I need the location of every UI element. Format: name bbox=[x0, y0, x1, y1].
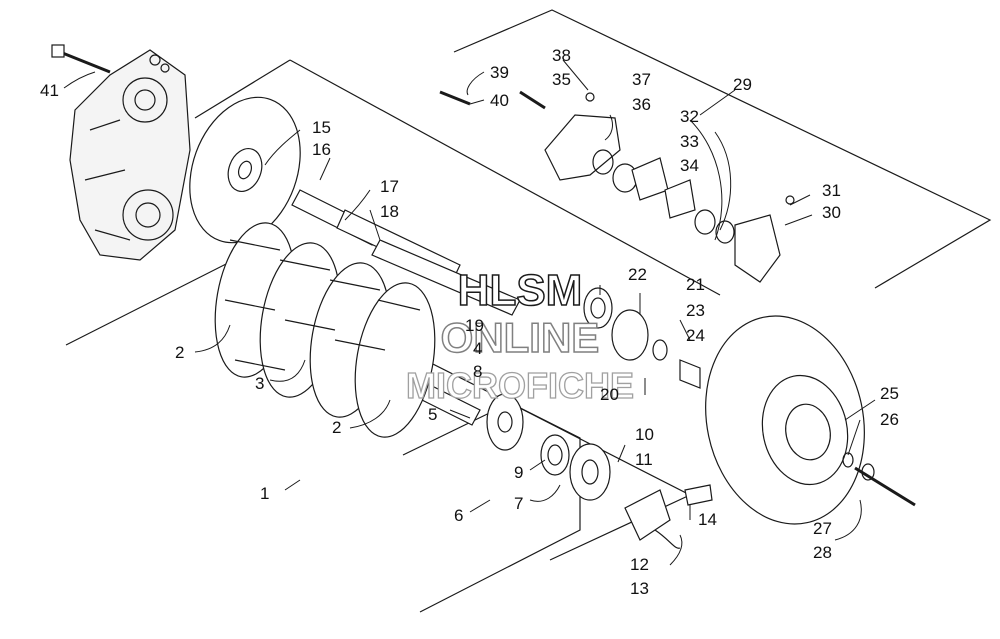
watermark-line-3: MICROFICHE bbox=[406, 365, 634, 406]
callout-40: 40 bbox=[490, 91, 509, 110]
bolt-41 bbox=[51, 44, 111, 74]
chaincase-housing bbox=[69, 49, 191, 261]
callout-labels: 1 2 2 3 4 5 6 7 8 9 10 11 12 13 14 15 16… bbox=[40, 46, 899, 598]
callout-11: 11 bbox=[635, 450, 653, 469]
callout-20: 20 bbox=[600, 385, 619, 404]
callout-18: 18 bbox=[380, 202, 399, 221]
callout-17: 17 bbox=[380, 177, 399, 196]
driven-pulley bbox=[705, 315, 916, 525]
callout-28: 28 bbox=[813, 543, 832, 562]
watermark-line-1: HLSM bbox=[458, 266, 583, 315]
track-drive-sprockets bbox=[214, 222, 436, 438]
callout-27: 27 bbox=[813, 519, 832, 538]
callout-34: 34 bbox=[680, 156, 699, 175]
callout-26: 26 bbox=[880, 410, 899, 429]
bearing-flange-set bbox=[486, 287, 701, 501]
callout-31: 31 bbox=[822, 181, 841, 200]
leader-lines bbox=[63, 59, 876, 566]
callout-24: 24 bbox=[686, 326, 705, 345]
callout-6: 6 bbox=[454, 506, 463, 525]
callout-30: 30 bbox=[822, 203, 841, 222]
callout-4: 4 bbox=[473, 339, 482, 358]
brake-disc bbox=[189, 96, 301, 244]
callout-25: 25 bbox=[880, 384, 899, 403]
callout-35: 35 bbox=[552, 70, 571, 89]
callout-9: 9 bbox=[514, 463, 523, 482]
speed-sensor bbox=[624, 484, 713, 549]
callout-2a: 2 bbox=[175, 343, 184, 362]
callout-7: 7 bbox=[514, 494, 523, 513]
callout-39: 39 bbox=[490, 63, 509, 82]
callout-8: 8 bbox=[473, 362, 482, 381]
watermark-line-2: ONLINE bbox=[441, 314, 600, 361]
callout-38: 38 bbox=[552, 46, 571, 65]
group-frame-1 bbox=[65, 261, 581, 613]
callout-5: 5 bbox=[428, 405, 437, 424]
callout-10: 10 bbox=[635, 425, 654, 444]
callout-21: 21 bbox=[686, 275, 705, 294]
callout-32: 32 bbox=[680, 107, 699, 126]
callout-12: 12 bbox=[630, 555, 649, 574]
callout-41: 41 bbox=[40, 81, 59, 100]
callout-3: 3 bbox=[255, 374, 264, 393]
callout-22: 22 bbox=[628, 265, 647, 284]
callout-1: 1 bbox=[260, 484, 269, 503]
group-frame-top bbox=[194, 59, 291, 119]
callout-13: 13 bbox=[630, 579, 649, 598]
callout-23: 23 bbox=[686, 301, 705, 320]
callout-16: 16 bbox=[312, 140, 331, 159]
callout-15: 15 bbox=[312, 118, 331, 137]
callout-36: 36 bbox=[632, 95, 651, 114]
callout-29: 29 bbox=[733, 75, 752, 94]
watermark: HLSM ONLINE MICROFICHE bbox=[405, 265, 634, 406]
group-frame-29 bbox=[453, 9, 992, 289]
callout-37: 37 bbox=[632, 70, 651, 89]
callout-33: 33 bbox=[680, 132, 699, 151]
brake-caliper-assembly bbox=[439, 90, 795, 283]
callout-19: 19 bbox=[465, 316, 484, 335]
callout-14: 14 bbox=[698, 510, 717, 529]
callout-2b: 2 bbox=[332, 418, 341, 437]
